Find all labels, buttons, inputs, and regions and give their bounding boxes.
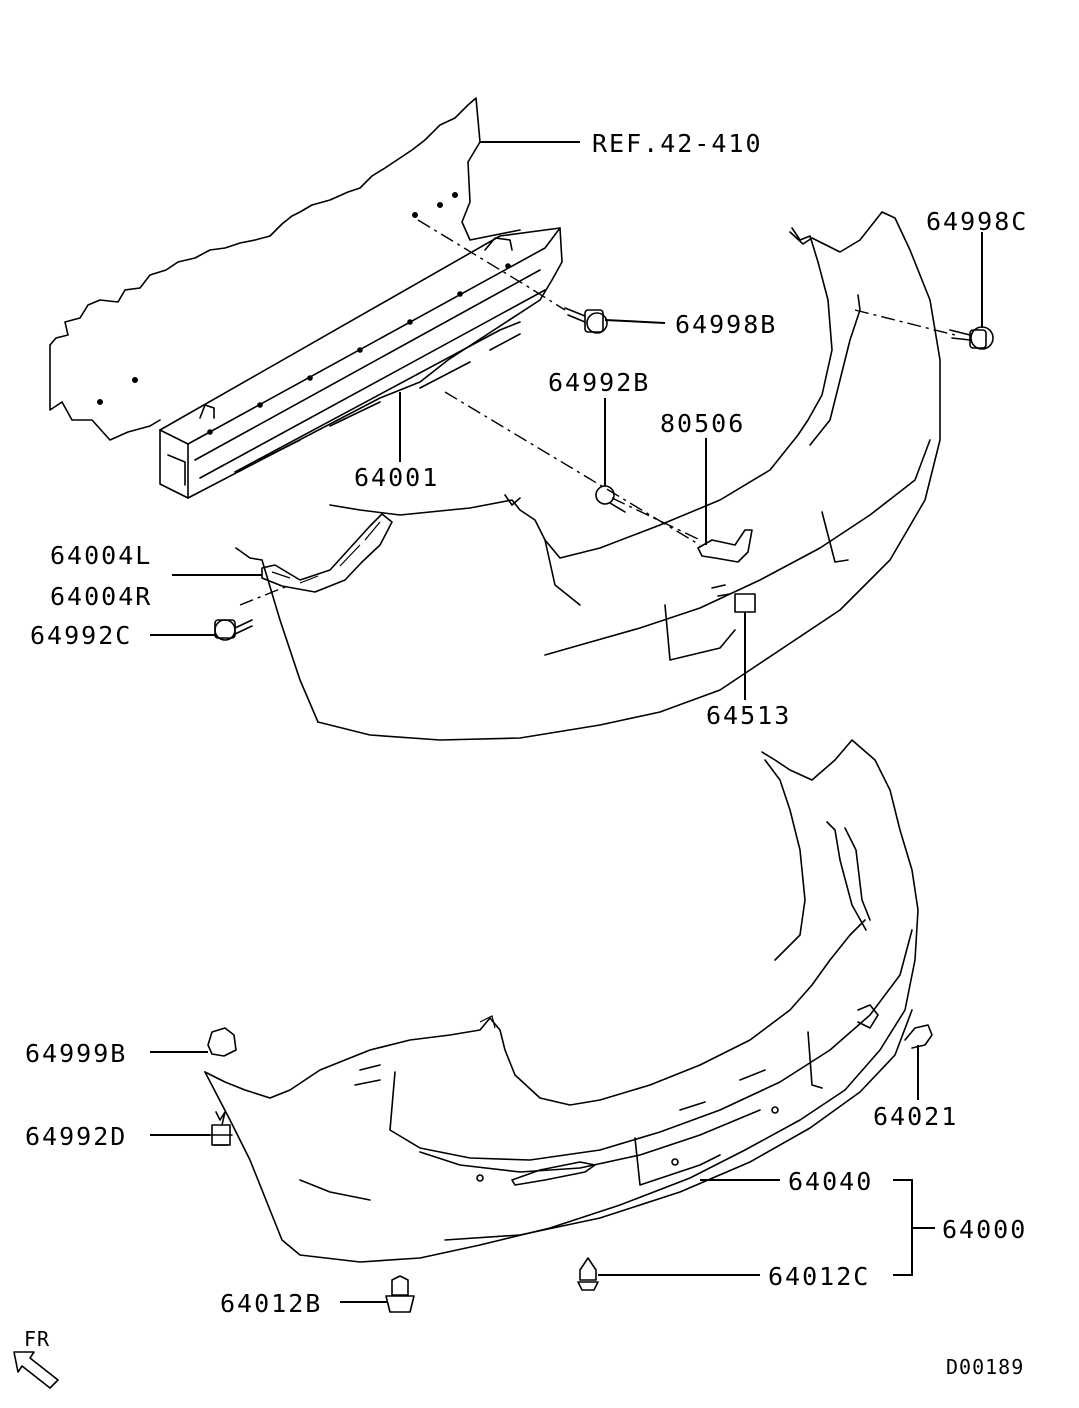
bumper-cover-assembly bbox=[204, 739, 919, 1263]
assembly-lines bbox=[239, 219, 956, 606]
nut-64999B bbox=[207, 1027, 237, 1057]
label-64992C: 64992C bbox=[30, 621, 132, 650]
body-panel-outline bbox=[49, 97, 521, 441]
bumper-cover-upper-outline bbox=[235, 211, 941, 741]
label-64004L: 64004L bbox=[50, 541, 152, 570]
clip-64513 bbox=[711, 584, 756, 613]
label-64040: 64040 bbox=[788, 1167, 873, 1196]
drawing-code: D00189 bbox=[946, 1355, 1024, 1379]
bolt-64998C bbox=[949, 326, 994, 350]
bumper-reinforcement-beam bbox=[159, 227, 563, 499]
screw-64992B bbox=[595, 485, 626, 513]
label-64004R: 64004R bbox=[50, 582, 152, 611]
label-64999B: 64999B bbox=[25, 1039, 127, 1068]
label-64992B: 64992B bbox=[548, 368, 650, 397]
label-64012B: 64012B bbox=[220, 1289, 322, 1318]
bolt-64998B bbox=[564, 307, 608, 334]
label-80506: 80506 bbox=[660, 409, 745, 438]
label-64000: 64000 bbox=[942, 1215, 1027, 1244]
side-bracket-64004 bbox=[261, 513, 393, 593]
label-64012C: 64012C bbox=[768, 1262, 870, 1291]
label-64001: 64001 bbox=[354, 463, 439, 492]
label-64998C: 64998C bbox=[926, 207, 1028, 236]
label-64992D: 64992D bbox=[25, 1122, 127, 1151]
screw-64992D bbox=[209, 1111, 233, 1146]
clip-80506 bbox=[697, 529, 753, 563]
grommet-64021 bbox=[904, 1024, 933, 1049]
front-arrow-icon bbox=[13, 1351, 59, 1389]
clip-64012C bbox=[577, 1257, 599, 1291]
label-64998B: 64998B bbox=[675, 310, 777, 339]
label-64513: 64513 bbox=[706, 701, 791, 730]
leader-lines bbox=[150, 141, 983, 1303]
clip-64012B bbox=[385, 1275, 415, 1313]
orientation-label: FR bbox=[24, 1327, 50, 1351]
label-64021: 64021 bbox=[873, 1102, 958, 1131]
bolt-64992C bbox=[214, 619, 253, 641]
label-ref-42-410: REF.42-410 bbox=[592, 129, 763, 158]
